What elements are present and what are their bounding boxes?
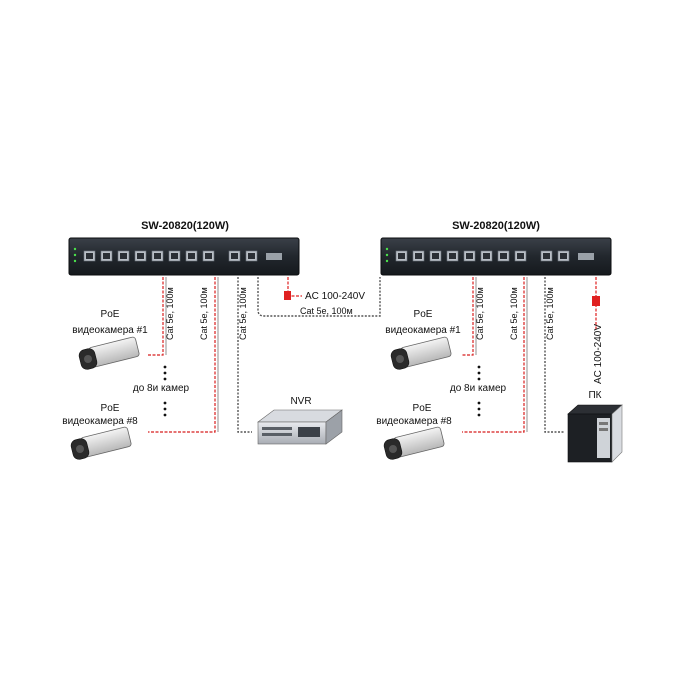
left-camera-top-line1: PoE: [101, 309, 120, 320]
right-ellipsis-top-icon: [477, 365, 481, 381]
pc-tower-icon: [567, 404, 623, 463]
right-cable-label-3: Cat 5e, 100м: [545, 287, 555, 340]
right-cable-label-2: Cat 5e, 100м: [509, 287, 519, 340]
left-camera-top-icon: [77, 335, 141, 372]
right-camera-bottom-line1: PoE: [413, 403, 432, 414]
left-cables: [148, 277, 381, 433]
right-switch: [380, 237, 612, 276]
right-camera-top-line1: PoE: [414, 309, 433, 320]
left-switch: [68, 237, 300, 276]
left-nvr-label: NVR: [290, 396, 311, 407]
left-uplink-cable-label: Cat 5e, 100м: [300, 306, 353, 316]
right-power-label: AC 100-240V: [593, 324, 604, 384]
right-switch-title: SW-20820(120W): [452, 220, 540, 232]
left-switch-title: SW-20820(120W): [141, 220, 229, 232]
right-camera-top-icon: [389, 335, 453, 372]
left-camera-bottom-line2: видеокамера #8: [62, 416, 138, 427]
right-cables: [462, 277, 597, 433]
right-camera-bottom-line2: видеокамера #8: [376, 416, 452, 427]
right-camera-bottom-icon: [382, 425, 446, 462]
left-camera-top-line2: видеокамера #1: [72, 325, 148, 336]
right-power-plug-icon: [592, 296, 600, 306]
left-system: SW-20820(120W) AC 100-240V Cat 5e, 100: [62, 220, 381, 462]
left-up-to-label: до 8и камер: [133, 383, 190, 394]
left-cable-label-3: Cat 5e, 100м: [238, 287, 248, 340]
left-camera-bottom-line1: PoE: [101, 403, 120, 414]
right-cable-label-1: Cat 5e, 100м: [475, 287, 485, 340]
nvr-icon: [257, 409, 343, 445]
left-ellipsis-top-icon: [163, 365, 167, 381]
left-power-plug-icon: [284, 291, 291, 300]
right-camera-top-line2: видеокамера #1: [385, 325, 461, 336]
left-camera-bottom-icon: [69, 425, 133, 462]
left-power-label: AC 100-240V: [305, 291, 365, 302]
left-cable-label-2: Cat 5e, 100м: [199, 287, 209, 340]
right-system: SW-20820(120W) AC 100-240V Cat 5e, 100м …: [376, 220, 623, 463]
right-up-to-label: до 8и камер: [450, 383, 507, 394]
left-cable-label-1: Cat 5e, 100м: [165, 287, 175, 340]
right-ellipsis-bottom-icon: [477, 401, 481, 417]
left-ellipsis-bottom-icon: [163, 401, 167, 417]
right-pc-label: ПК: [588, 390, 601, 401]
